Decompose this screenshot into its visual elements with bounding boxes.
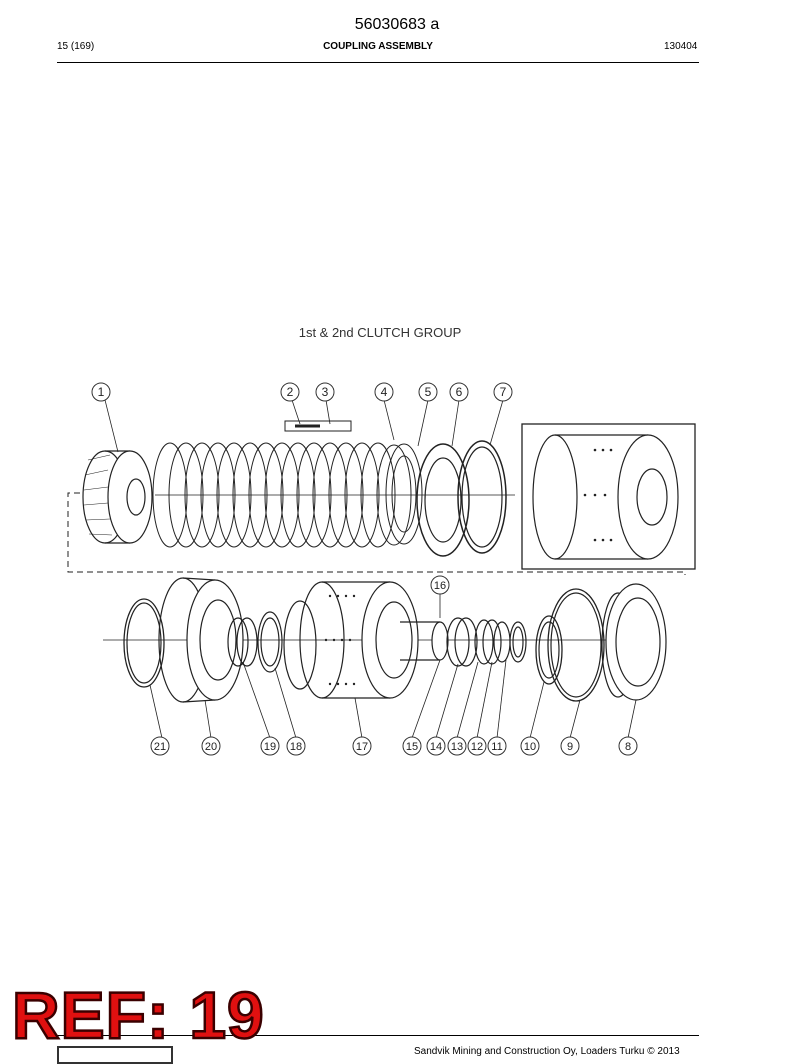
callout-15: 15	[402, 736, 422, 756]
page-number: 15 (169)	[57, 41, 95, 52]
callout-19: 19	[260, 736, 280, 756]
callout-16: 16	[430, 575, 450, 595]
footer-divider	[57, 1035, 699, 1036]
callout-6: 6	[449, 382, 469, 402]
footer-copyright: Sandvik Mining and Construction Oy, Load…	[414, 1046, 680, 1057]
svg-text:3: 3	[322, 385, 329, 399]
svg-text:15: 15	[406, 741, 418, 753]
part-10-ring	[535, 615, 563, 685]
part-18-ring	[257, 611, 283, 673]
part-21-snap-ring	[123, 598, 165, 688]
clutch-disc-pack	[152, 420, 423, 548]
svg-text:18: 18	[290, 741, 302, 753]
part-19-bearing	[227, 617, 258, 667]
figure-title: 1st & 2nd CLUTCH GROUP	[298, 325, 462, 340]
exploded-parts-diagram: 1 2 3 4 5 6 7 16 21 20 19 18 17 15 14 13…	[67, 382, 696, 756]
callout-13: 13	[447, 736, 467, 756]
svg-text:11: 11	[491, 741, 502, 753]
callout-12: 12	[467, 736, 487, 756]
callout-21: 21	[150, 736, 170, 756]
callout-14: 14	[426, 736, 446, 756]
svg-text:2: 2	[287, 385, 294, 399]
part-9-snap-ring	[547, 588, 605, 702]
housing-box	[521, 423, 696, 570]
callout-3: 3	[315, 382, 335, 402]
part-1-gear-hub	[82, 450, 153, 544]
svg-text:1: 1	[98, 385, 105, 399]
callout-9: 9	[560, 736, 580, 756]
svg-text:9: 9	[567, 741, 573, 753]
parts-11-15-bearing-set	[446, 617, 527, 667]
callout-10: 10	[520, 736, 540, 756]
svg-text:17: 17	[356, 741, 368, 753]
svg-text:10: 10	[524, 741, 536, 753]
callout-1: 1	[91, 382, 111, 402]
header-divider	[57, 62, 699, 63]
callout-5: 5	[418, 382, 438, 402]
part-17-drum	[283, 581, 449, 699]
svg-text:6: 6	[456, 385, 463, 399]
callout-7: 7	[493, 382, 513, 402]
callout-20: 20	[201, 736, 221, 756]
part-20-gear	[158, 577, 244, 703]
svg-text:4: 4	[381, 385, 388, 399]
callout-18: 18	[286, 736, 306, 756]
svg-text:12: 12	[471, 741, 483, 753]
callout-11: 11	[487, 736, 507, 756]
svg-text:20: 20	[205, 741, 217, 753]
svg-text:19: 19	[264, 741, 276, 753]
callout-4: 4	[374, 382, 394, 402]
callout-2: 2	[280, 382, 300, 402]
callout-17: 17	[352, 736, 372, 756]
svg-text:14: 14	[430, 741, 442, 753]
part-8-piston	[601, 583, 667, 701]
svg-text:8: 8	[625, 741, 631, 753]
svg-text:7: 7	[500, 385, 507, 399]
svg-text:13: 13	[451, 741, 463, 753]
svg-text:16: 16	[434, 580, 446, 592]
part-6-ring	[416, 443, 470, 557]
svg-text:5: 5	[425, 385, 432, 399]
section-title: COUPLING ASSEMBLY	[323, 41, 433, 52]
document-code: 130404	[664, 41, 698, 52]
part-7-snap-ring	[457, 440, 507, 554]
dashed-guide-line	[67, 492, 686, 575]
svg-text:21: 21	[154, 741, 166, 753]
callout-8: 8	[618, 736, 638, 756]
document-number: 56030683 a	[354, 16, 440, 33]
reference-stamp: REF: 19	[11, 978, 265, 1052]
